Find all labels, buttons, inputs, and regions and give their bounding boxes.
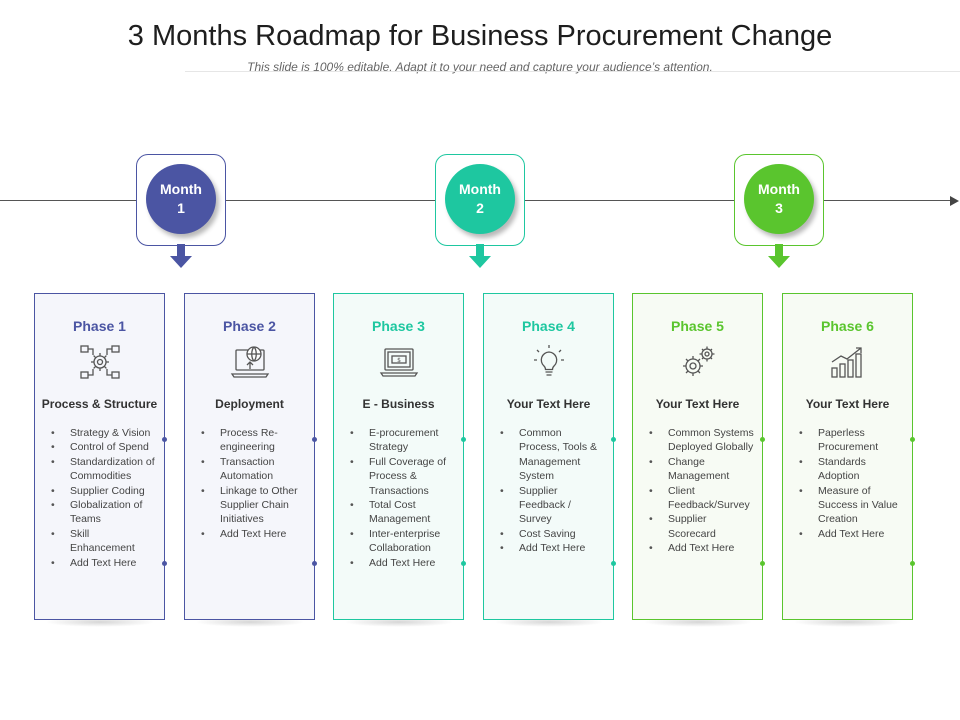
phase-bullet-item: Add Text Here <box>201 527 306 542</box>
month-3-marker: Month 3 <box>734 154 824 246</box>
phase-bullet-item: Transaction Automation <box>201 455 306 484</box>
card-connector-dot <box>312 561 317 566</box>
phase-bullet-item: Standardization of Commodities <box>51 455 156 484</box>
laptop-globe-icon <box>230 346 270 378</box>
phase-heading: Your Text Here <box>805 396 890 411</box>
phase-bullet-item: Total Cost Management <box>350 498 455 527</box>
phase-heading: Your Text Here <box>655 396 740 411</box>
phase-4-card: Phase 4 Your Text Here Common Process, T… <box>483 293 614 620</box>
month-2-label: Month <box>459 181 501 197</box>
svg-text:$: $ <box>397 357 401 364</box>
phase-bullet-item: Strategy & Vision <box>51 426 156 441</box>
phase-title: Phase 2 <box>223 318 276 334</box>
phase-bullet-item: Measure of Success in Value Creation <box>799 484 904 527</box>
phase-bullet-list: Common Systems Deployed GloballyChange M… <box>649 426 754 556</box>
phase-bullet-item: Change Management <box>649 455 754 484</box>
gears-icon <box>683 346 715 376</box>
month-3-number: 3 <box>775 200 783 216</box>
card-shadow <box>45 617 155 627</box>
card-connector-dot <box>162 437 167 442</box>
month-2-marker: Month 2 <box>435 154 525 246</box>
card-connector-dot <box>760 437 765 442</box>
month-2-circle: Month 2 <box>445 164 515 234</box>
phase-bullet-item: Paperless Procurement <box>799 426 904 455</box>
phase-title: Phase 1 <box>73 318 126 334</box>
phase-bullet-item: Common Systems Deployed Globally <box>649 426 754 455</box>
phase-bullet-item: Cost Saving <box>500 527 605 542</box>
month-1-circle: Month 1 <box>146 164 216 234</box>
card-shadow <box>494 617 604 627</box>
phase-bullet-item: Process Re-engineering <box>201 426 306 455</box>
phase-bullet-item: Supplier Coding <box>51 484 156 499</box>
card-connector-dot <box>910 437 915 442</box>
phase-bullet-item: Add Text Here <box>500 541 605 556</box>
phase-heading: Your Text Here <box>506 396 591 411</box>
card-shadow <box>643 617 753 627</box>
card-connector-dot <box>461 561 466 566</box>
phase-title: Phase 4 <box>522 318 575 334</box>
phase-bullet-item: Common Process, Tools & Management Syste… <box>500 426 605 484</box>
phase-bullet-list: Common Process, Tools & Management Syste… <box>500 426 605 556</box>
phase-bullet-item: Inter-enterprise Collaboration <box>350 527 455 556</box>
phase-bullet-item: Control of Spend <box>51 440 156 455</box>
phase-bullet-item: Add Text Here <box>51 556 156 571</box>
phase-heading: Process & Structure <box>41 396 158 411</box>
card-shadow <box>344 617 454 627</box>
timeline-arrowhead <box>950 196 959 206</box>
phase-5-card: Phase 5 Your Text Here Common Systems De… <box>632 293 763 620</box>
month-3-down-arrow <box>768 244 790 270</box>
month-1-marker: Month 1 <box>136 154 226 246</box>
month-2-number: 2 <box>476 200 484 216</box>
slide-subtitle: This slide is 100% editable. Adapt it to… <box>247 60 713 74</box>
phase-bullet-item: Client Feedback/Survey <box>649 484 754 513</box>
card-connector-dot <box>611 561 616 566</box>
phase-bullet-item: Standards Adoption <box>799 455 904 484</box>
month-1-number: 1 <box>177 200 185 216</box>
phase-bullet-item: Add Text Here <box>799 527 904 542</box>
phase-bullet-list: Process Re-engineeringTransaction Automa… <box>201 426 306 542</box>
phase-bullet-item: Supplier Feedback / Survey <box>500 484 605 527</box>
phase-3-card: Phase 3 $ E - Business E-procurement Str… <box>333 293 464 620</box>
lightbulb-icon <box>534 345 564 376</box>
phase-bullet-item: Globalization of Teams <box>51 498 156 527</box>
phase-2-card: Phase 2 Deployment Process Re-engineerin… <box>184 293 315 620</box>
phase-1-card: Phase 1 Process & Structure Strategy & V… <box>34 293 165 620</box>
phase-6-card: Phase 6 Your Text Here Paperless Procure… <box>782 293 913 620</box>
phase-bullet-item: E-procurement Strategy <box>350 426 455 455</box>
phase-title: Phase 3 <box>372 318 425 334</box>
month-3-label: Month <box>758 181 800 197</box>
slide-title: 3 Months Roadmap for Business Procuremen… <box>127 20 833 52</box>
phase-bullet-item: Add Text Here <box>350 556 455 571</box>
phase-bullet-list: E-procurement StrategyFull Coverage of P… <box>350 426 455 570</box>
phase-bullet-item: Linkage to Other Supplier Chain Initiati… <box>201 484 306 527</box>
phase-title: Phase 6 <box>821 318 874 334</box>
month-3-circle: Month 3 <box>744 164 814 234</box>
phase-title: Phase 5 <box>671 318 724 334</box>
month-1-label: Month <box>160 181 202 197</box>
card-shadow <box>793 617 903 627</box>
card-shadow <box>195 617 305 627</box>
laptop-dollar-icon: $ <box>379 348 419 377</box>
phase-heading: E - Business <box>362 396 435 411</box>
card-connector-dot <box>611 437 616 442</box>
card-connector-dot <box>312 437 317 442</box>
month-2-down-arrow <box>469 244 491 270</box>
subtitle-divider <box>185 71 960 72</box>
card-connector-dot <box>461 437 466 442</box>
month-1-down-arrow <box>170 244 192 270</box>
phase-bullet-item: Skill Enhancement <box>51 527 156 556</box>
card-connector-dot <box>162 561 167 566</box>
phase-bullet-item: Add Text Here <box>649 541 754 556</box>
card-connector-dot <box>760 561 765 566</box>
phase-bullet-item: Full Coverage of Process & Transactions <box>350 455 455 498</box>
bar-chart-growth-icon <box>831 347 862 378</box>
process-gear-icon <box>80 345 120 379</box>
phase-bullet-list: Paperless ProcurementStandards AdoptionM… <box>799 426 904 542</box>
phase-bullet-item: Supplier Scorecard <box>649 512 754 541</box>
phase-bullet-list: Strategy & VisionControl of SpendStandar… <box>51 426 156 570</box>
card-connector-dot <box>910 561 915 566</box>
phase-heading: Deployment <box>215 396 284 411</box>
